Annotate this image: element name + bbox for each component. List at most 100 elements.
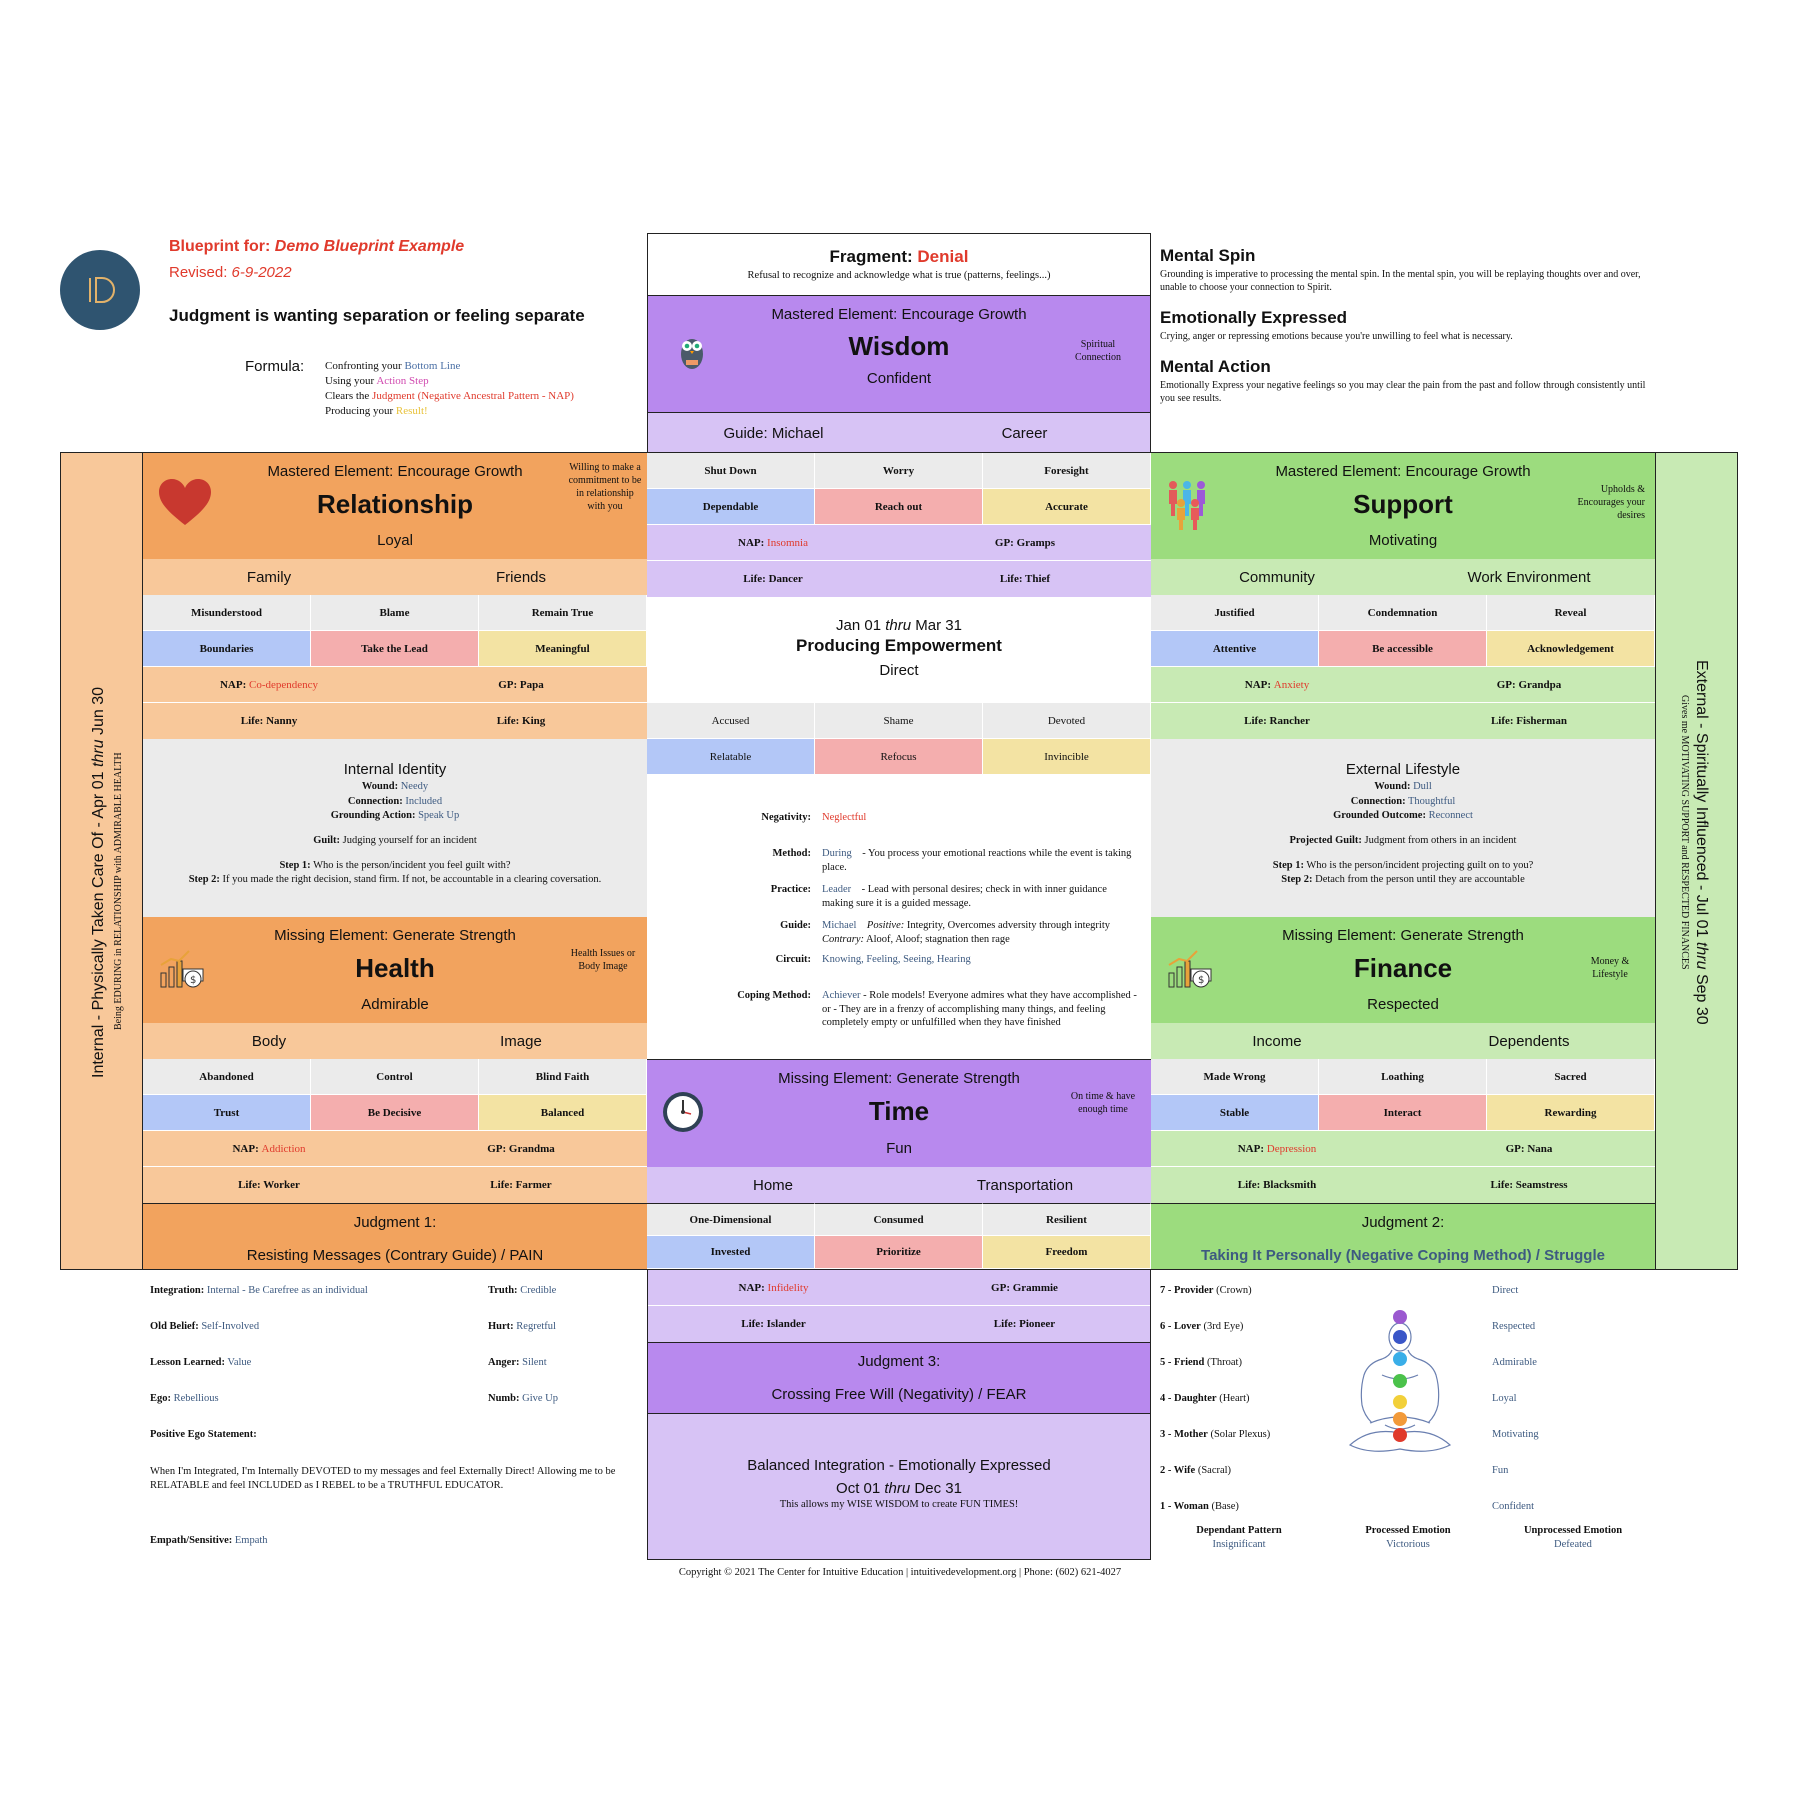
trait-cell: Refocus: [815, 739, 983, 775]
step2-line: Step 2: If you made the right decision, …: [188, 874, 602, 886]
judgment-title: Judgment 2:: [1361, 1214, 1445, 1231]
circuit-label: Circuit:: [775, 954, 811, 965]
internal-title: Internal Identity: [343, 761, 447, 778]
wisdom-nap-row: NAP: Insomnia GP: Gramps: [647, 525, 1151, 561]
method-value: During - You process your emotional reac…: [822, 848, 1132, 873]
wisdom-side: Spiritual Connection: [1074, 339, 1122, 363]
health-life-row: Life: Worker Life: Farmer: [143, 1167, 647, 1203]
life: Life: Seamstress: [1490, 1179, 1568, 1191]
wisdom-life-row: Life: Dancer Life: Thief: [647, 561, 1151, 597]
trait-cell: Remain True: [479, 595, 647, 631]
meditation-figure-icon: [1340, 1305, 1460, 1470]
guide-label: Guide: Michael: [723, 424, 824, 442]
internal-identity: Internal Identity Wound: Needy Connectio…: [143, 739, 647, 917]
formula-line: Clears the Judgment (Negative Ancestral …: [325, 390, 574, 402]
practice-label: Practice:: [770, 884, 811, 895]
chakra-value: Loyal: [1492, 1393, 1517, 1404]
fragment-title: Fragment: Denial: [829, 247, 969, 266]
balanced-dates: Oct 01 thru Dec 31: [836, 1480, 962, 1497]
finance-name: Finance: [1353, 953, 1453, 983]
pes-label: Positive Ego Statement:: [150, 1429, 257, 1440]
step2-line: Step 2: Detach from the person until the…: [1281, 874, 1525, 886]
header-label: Family: [246, 568, 292, 586]
owl-icon: [678, 330, 706, 377]
trait-cell: One-Dimensional: [647, 1203, 815, 1236]
belief-line: Old Belief: Self-Involved: [150, 1321, 260, 1332]
right-side-title: External - Spiritually Influenced - Jul …: [1693, 660, 1710, 1025]
method-block: Negativity: Neglectful Method: During - …: [647, 775, 1151, 1059]
life: Life: Farmer: [490, 1179, 552, 1191]
trait-cell: Relatable: [647, 739, 815, 775]
finance-quality: Respected: [1367, 996, 1439, 1013]
note-text: Grounding is imperative to processing th…: [1160, 269, 1641, 293]
center-dates: Jan 01 thru Mar 31: [836, 617, 962, 634]
wisdom-guide-row: Guide: Michael Career: [647, 412, 1151, 453]
trait-cell: Devoted: [983, 703, 1151, 739]
health-quality: Admirable: [361, 996, 429, 1013]
right-side-sub: Gives me MOTIVATING SUPPORT and RESPECTE…: [1679, 695, 1690, 970]
chakra-value: Admirable: [1492, 1357, 1537, 1368]
blueprint-title: Blueprint for: Demo Blueprint Example: [169, 238, 465, 255]
judgment-text: Taking It Personally (Negative Coping Me…: [1201, 1247, 1605, 1264]
guide-label: Guide:: [780, 920, 811, 931]
relationship-block: Mastered Element: Encourage Growth Relat…: [143, 453, 647, 559]
career-label: Career: [1001, 424, 1048, 442]
relationship-side: Willing to make a commitment to be in re…: [568, 462, 642, 512]
chakra-item: 6 - Lover (3rd Eye): [1160, 1321, 1244, 1332]
center-title: Producing Empowerment: [796, 636, 1002, 655]
trait-cell: Be Decisive: [311, 1095, 479, 1131]
life: Life: Fisherman: [1490, 715, 1568, 727]
nap: NAP: Insomnia: [738, 536, 808, 549]
chakra-value: Fun: [1492, 1465, 1509, 1476]
time-block: Missing Element: Generate Strength Time …: [647, 1059, 1151, 1167]
trait-cell: Invincible: [983, 739, 1151, 775]
trait-cell: Dependable: [647, 489, 815, 525]
chakra-item: 1 - Woman (Base): [1160, 1501, 1239, 1512]
formula-label: Formula:: [245, 358, 305, 375]
svg-text:$: $: [190, 975, 196, 986]
life: Life: Worker: [238, 1179, 300, 1191]
gp: GP: Gramps: [994, 536, 1056, 549]
negativity-value: Neglectful: [822, 812, 867, 823]
money-chart-icon: $: [159, 947, 211, 996]
time-quality: Fun: [886, 1140, 912, 1157]
trait-cell: Attentive: [1151, 631, 1319, 667]
chakra-item: 2 - Wife (Sacral): [1160, 1465, 1232, 1476]
external-title: External Lifestyle: [1345, 761, 1461, 778]
formula-line: Producing your Result!: [325, 405, 428, 417]
guide-value: Michael Positive: Integrity, Overcomes a…: [822, 920, 1110, 945]
wisdom-name: Wisdom: [848, 331, 950, 361]
relationship-quality: Loyal: [377, 532, 413, 549]
life: Life: Dancer: [743, 573, 803, 585]
lesson-line: Lesson Learned: Value: [150, 1357, 252, 1368]
connection-line: Connection: Included: [347, 795, 443, 807]
life: Life: Thief: [999, 573, 1051, 585]
trait-cell: Stable: [1151, 1095, 1319, 1131]
trait-cell: Boundaries: [143, 631, 311, 667]
trait-cell: Shame: [815, 703, 983, 739]
gp: GP: Papa: [498, 678, 544, 691]
judgment-text: Resisting Messages (Contrary Guide) / PA…: [246, 1247, 544, 1264]
wisdom-element: Mastered Element: Encourage Growth: [771, 306, 1027, 323]
trait-cell: Made Wrong: [1151, 1059, 1319, 1095]
health-name: Health: [355, 953, 435, 983]
health-side: Health Issues or Body Image: [570, 948, 636, 972]
trait-cell: Accused: [647, 703, 815, 739]
hurt-line: Hurt: Regretful: [488, 1321, 556, 1332]
nap: NAP: Addiction: [232, 1142, 306, 1155]
note-text: Emotionally Express your negative feelin…: [1160, 380, 1646, 404]
center-block: Jan 01 thru Mar 31 Producing Empowerment…: [647, 597, 1151, 703]
coping-label: Coping Method:: [737, 990, 811, 1001]
life: Life: King: [496, 715, 546, 727]
note-title: Emotionally Expressed: [1160, 308, 1348, 327]
support-quality: Motivating: [1368, 532, 1438, 549]
trait-cell: Acknowledgement: [1487, 631, 1655, 667]
